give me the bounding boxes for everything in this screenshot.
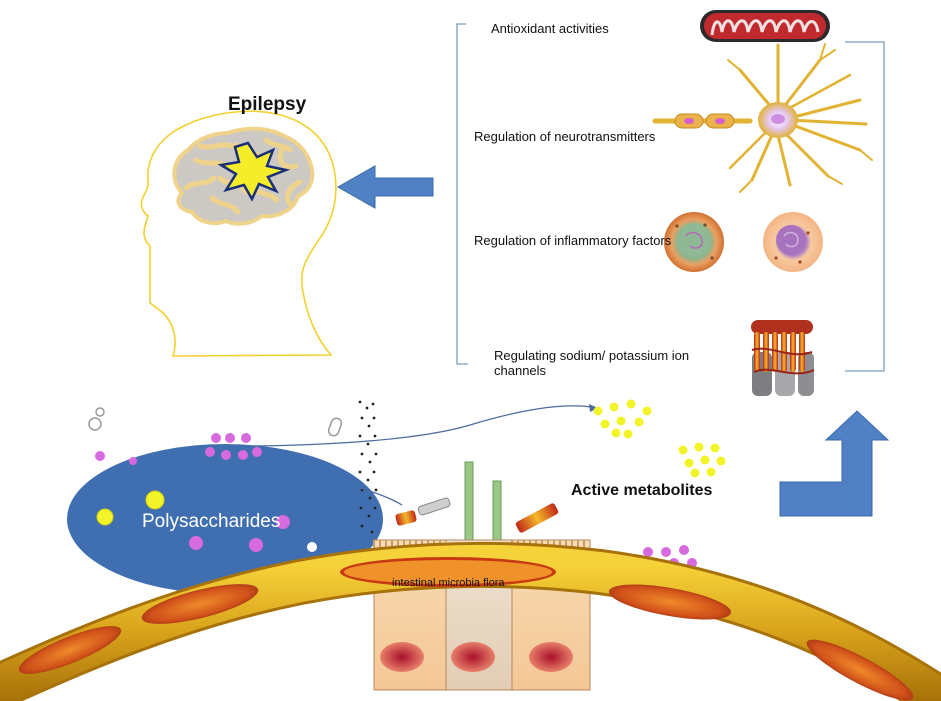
polysaccharide-blob: [67, 444, 383, 594]
up-turn-arrow-icon: [779, 410, 890, 517]
active-metabolites-label: Active metabolites: [571, 482, 713, 499]
mechanism-label-inflammatory: Regulation of inflammatory factors: [474, 233, 672, 248]
metabolite-arrowhead: [589, 404, 598, 412]
left-arrow-icon: [336, 165, 434, 209]
absorption-path-arrow: [359, 487, 403, 506]
mechanism-label-neurotransmitters: Regulation of neurotransmitters: [474, 129, 656, 144]
inflammatory-cell-2: [763, 212, 823, 272]
diagram-title: Epilepsy: [228, 94, 307, 115]
mechanism-label-ion-channels: Regulating sodium/ potassium ion channel…: [494, 348, 690, 378]
seizure-burst-icon: [217, 141, 291, 202]
inflammatory-cell-1: [664, 212, 724, 272]
left-bracket: [456, 23, 468, 365]
active-metabolite-particles: [593, 399, 726, 478]
intestinal-flora-label: intestinal microbia flora: [392, 577, 505, 589]
metabolite-path-arrow: [253, 405, 593, 447]
dotted-trail: [358, 400, 378, 534]
neuron-body: [674, 102, 798, 138]
right-bracket: [845, 41, 885, 372]
mechanism-label-antioxidant: Antioxidant activities: [491, 21, 609, 36]
mitochondrion-icon: [700, 10, 830, 42]
polysaccharide-particles: [88, 407, 343, 552]
intestinal-tube: [0, 541, 941, 701]
polysaccharides-label: Polysaccharides: [142, 511, 281, 532]
ion-channel-icon: [751, 320, 815, 396]
